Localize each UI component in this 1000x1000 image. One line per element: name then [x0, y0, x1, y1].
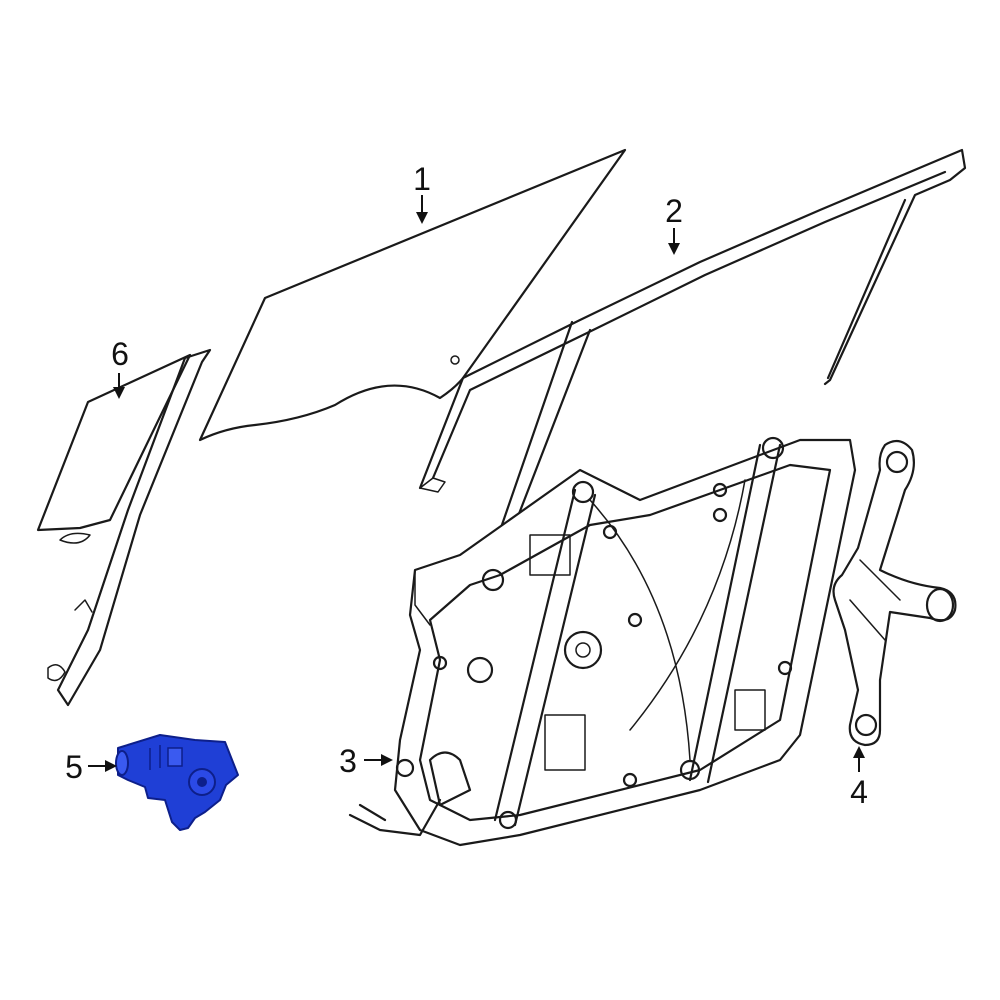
callout-arrow-6 [113, 373, 125, 399]
callout-label-2[interactable]: 2 [665, 193, 683, 229]
callout-arrow-4 [853, 746, 865, 772]
callout-arrow-1 [416, 195, 428, 224]
callout-label-5[interactable]: 5 [65, 749, 83, 785]
part-2-glass-run-channel[interactable] [418, 148, 967, 552]
callout-label-6[interactable]: 6 [111, 336, 129, 372]
part-5-regulator-motor[interactable] [115, 734, 239, 831]
callout-arrow-2 [668, 228, 680, 255]
part-1-door-glass[interactable] [198, 148, 627, 442]
callout-label-3[interactable]: 3 [339, 743, 357, 779]
part-3-window-regulator[interactable] [348, 436, 857, 847]
callout-label-1[interactable]: 1 [413, 161, 431, 197]
part-6-quarter-glass[interactable] [36, 348, 212, 707]
callout-arrow-3 [364, 754, 393, 766]
callout-arrow-5 [88, 760, 117, 772]
part-4-door-check-arm[interactable] [832, 439, 957, 747]
callout-label-4[interactable]: 4 [850, 774, 868, 810]
